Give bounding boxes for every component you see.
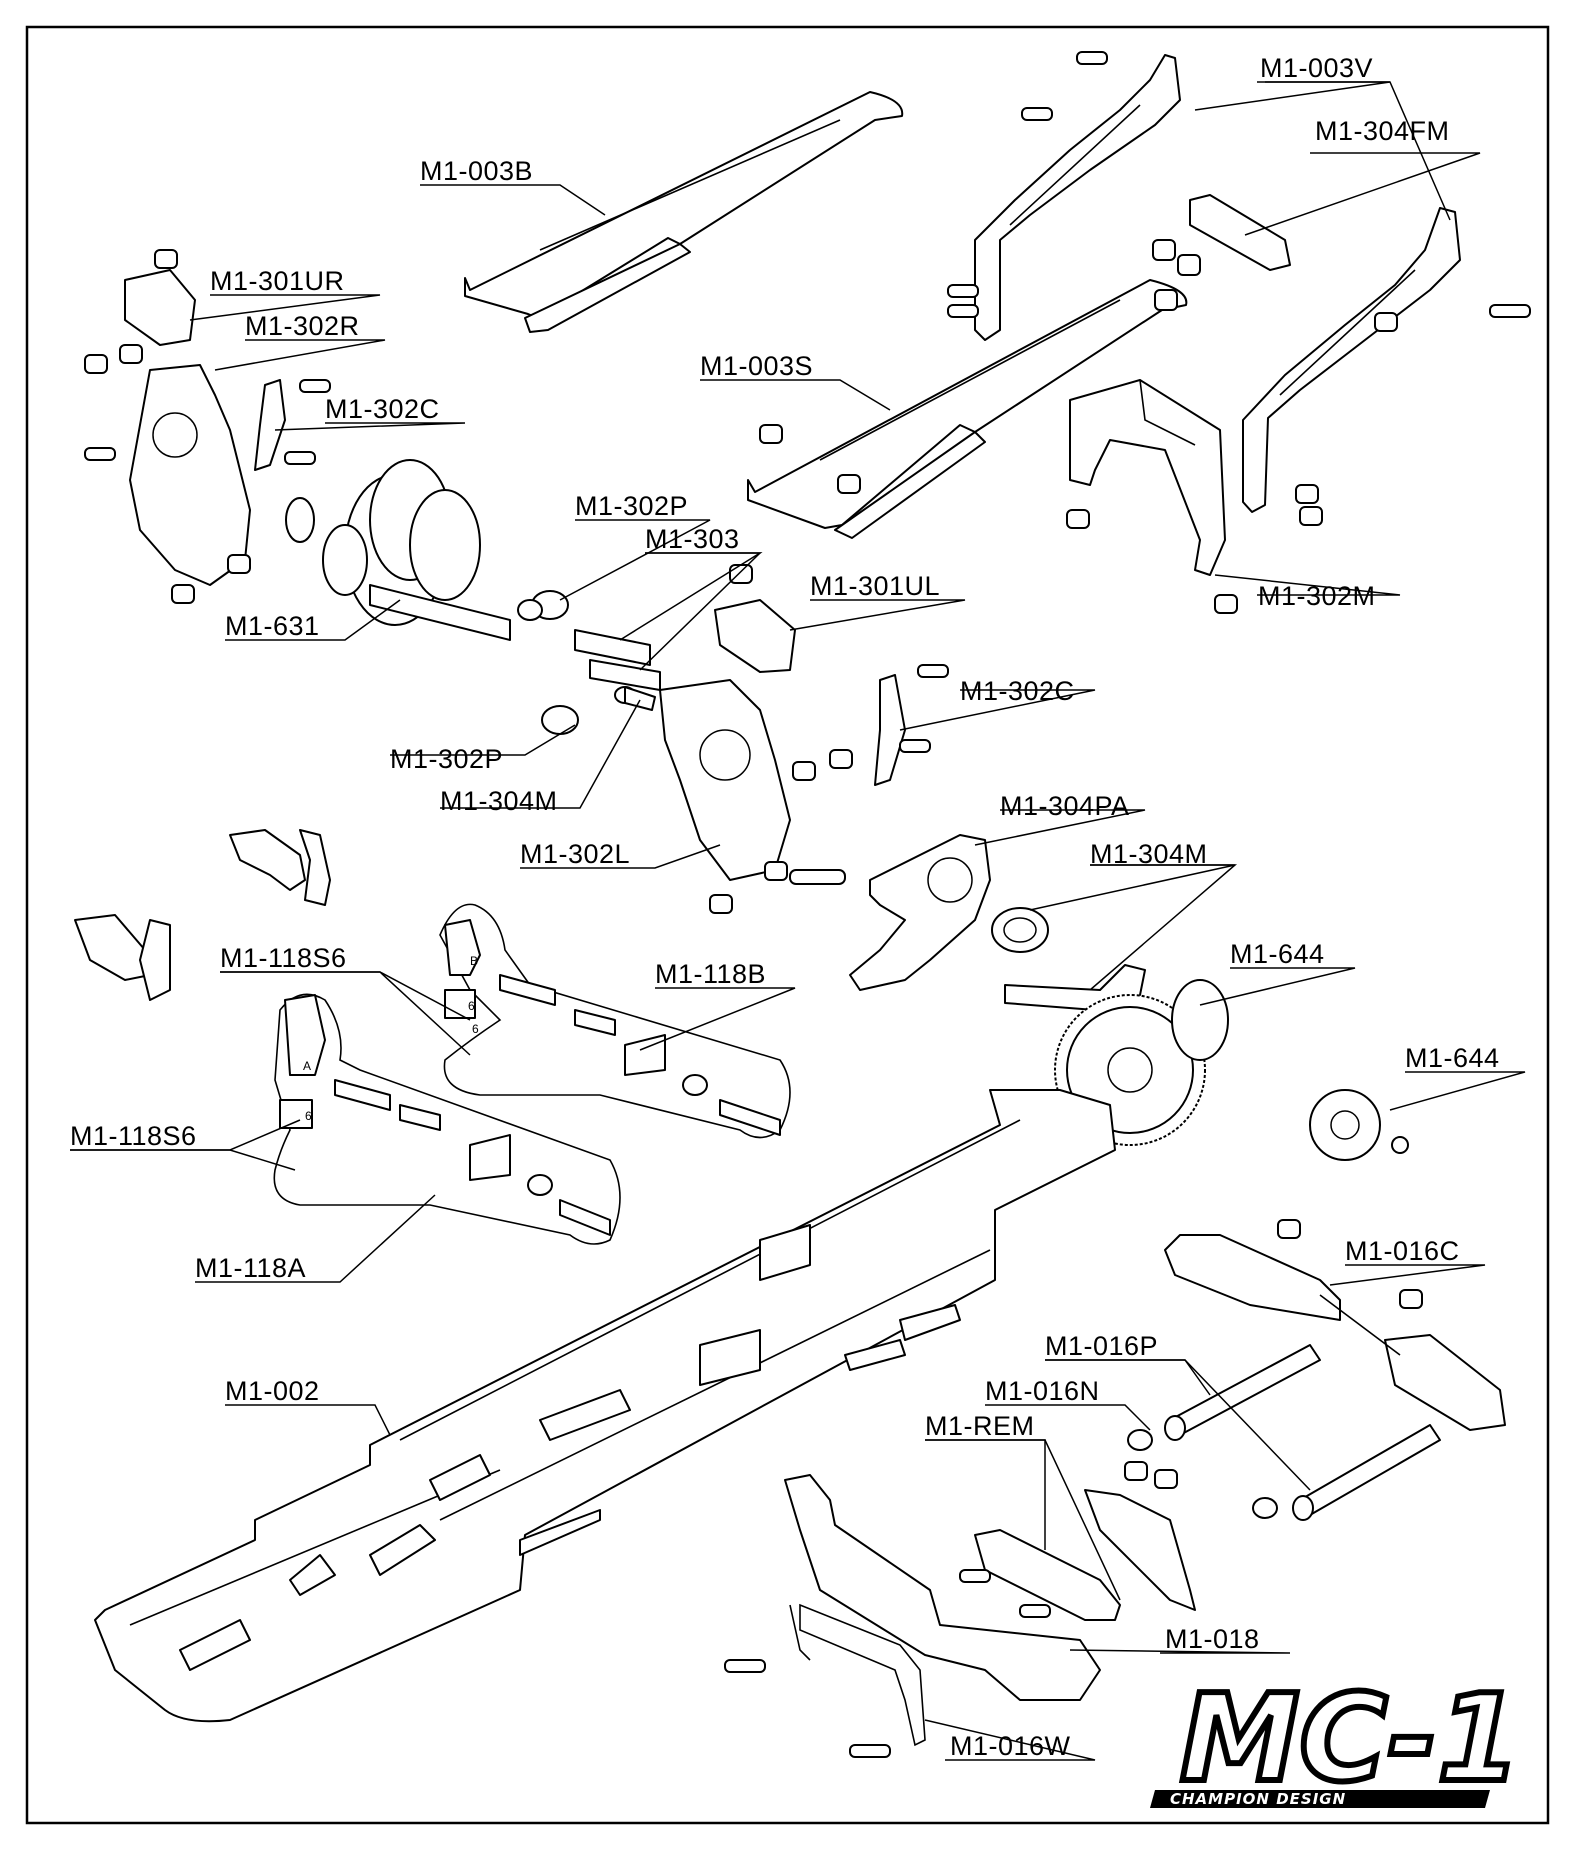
rear-part-m1-rem	[974, 1489, 1196, 1621]
nuts-m1-016n	[1127, 1429, 1278, 1519]
block-mark-bottom-b: 6	[468, 999, 475, 1013]
label-m1-016w: M1-016W	[950, 1731, 1071, 1761]
label-m1-644-top: M1-644	[1230, 939, 1325, 969]
logo-main: MC-1	[1180, 1670, 1521, 1809]
label-m1-016p: M1-016P	[1045, 1331, 1158, 1361]
label-m1-304m-left: M1-304M	[440, 786, 558, 816]
mc1-logo: MC-1 CHAMPION DESIGN	[1150, 1667, 1524, 1812]
label-m1-003v: M1-003V	[1260, 53, 1373, 83]
pin-m1-304m-left	[614, 686, 656, 711]
suspension-group-m1-118b	[439, 903, 791, 1139]
label-m1-016n: M1-016N	[985, 1376, 1100, 1406]
rear-brace-m1-016c	[1164, 1234, 1506, 1431]
block-markings: 6 A 6 6 B	[303, 954, 479, 1123]
clamp-m1-302c-top	[254, 379, 286, 471]
bulkhead-m1-302l	[659, 679, 791, 881]
label-m1-304fm: M1-304FM	[1315, 116, 1450, 146]
motor-mount-m1-302m	[1069, 379, 1226, 576]
upper-deck-m1-003s	[747, 279, 1188, 539]
label-m1-304pa: M1-304PA	[1000, 791, 1130, 821]
cap-m1-301ul	[714, 599, 796, 673]
label-m1-118s6-bottom: M1-118S6	[70, 1121, 197, 1151]
label-m1-118s6-top: M1-118S6	[220, 943, 347, 973]
diff-assembly-m1-631	[285, 459, 511, 641]
bracket-m1-304fm	[1189, 194, 1291, 271]
main-chassis-m1-002	[94, 1089, 1116, 1723]
suspension-group-m1-118a	[273, 993, 621, 1245]
logo-sub: CHAMPION DESIGN	[1170, 1790, 1346, 1808]
label-m1-302p-top: M1-302P	[575, 491, 688, 521]
label-m1-302p-bottom: M1-302P	[390, 744, 503, 774]
label-m1-304m-right: M1-304M	[1090, 839, 1208, 869]
posts-m1-016p	[1164, 1344, 1441, 1521]
rear-wire-m1-016w	[789, 1603, 926, 1747]
rear-hanger-m1-018	[784, 1474, 1101, 1701]
leader-lines	[70, 81, 1526, 1761]
front-post-m1-003v-left	[974, 54, 1181, 341]
spur-hub-m1-644	[1309, 1089, 1409, 1161]
diagram-frame	[25, 25, 1550, 1825]
label-m1-003b: M1-003B	[420, 156, 533, 186]
label-m1-301ur: M1-301UR	[210, 266, 345, 296]
upper-deck-m1-003b	[464, 91, 904, 333]
label-m1-302l: M1-302L	[520, 839, 630, 869]
label-m1-118b: M1-118B	[655, 959, 766, 989]
block-mark-left: A	[303, 1059, 311, 1073]
label-m1-644-bottom: M1-644	[1405, 1043, 1500, 1073]
bulkhead-m1-302r	[129, 364, 251, 586]
label-m1-003s: M1-003S	[700, 351, 813, 381]
bushing-m1-302p-top	[517, 590, 569, 621]
label-m1-302c-top: M1-302C	[325, 394, 440, 424]
clamp-m1-302c-mid	[874, 674, 906, 786]
steering-part-top	[229, 829, 331, 906]
front-post-m1-003v-right	[1242, 207, 1461, 513]
motor-plate-m1-304pa	[849, 834, 991, 991]
bushing-m1-302p-bottom	[541, 705, 579, 735]
locknut-m1-304m	[991, 907, 1049, 953]
label-m1-631: M1-631	[225, 611, 320, 641]
spacer-m1-303	[574, 629, 661, 691]
block-mark-top: 6	[472, 1022, 479, 1036]
label-m1-301ul: M1-301UL	[810, 571, 940, 601]
label-m1-016c: M1-016C	[1345, 1236, 1460, 1266]
label-m1-302r: M1-302R	[245, 311, 360, 341]
label-m1-302m: M1-302M	[1258, 581, 1376, 611]
block-mark-bottom-a: 6	[305, 1109, 312, 1123]
cap-m1-301ur	[124, 269, 196, 346]
label-m1-302c-mid: M1-302C	[960, 676, 1075, 706]
label-m1-303: M1-303	[645, 524, 740, 554]
block-mark-bottom-c: B	[470, 954, 478, 968]
steering-part-left	[74, 914, 171, 1001]
screw-set	[84, 51, 1531, 1758]
label-m1-018: M1-018	[1165, 1624, 1260, 1654]
label-m1-rem: M1-REM	[925, 1411, 1035, 1441]
label-m1-118a: M1-118A	[195, 1253, 306, 1283]
label-m1-002: M1-002	[225, 1376, 320, 1406]
part-labels: M1-003B M1-003V M1-304FM M1-301UR M1-302…	[70, 53, 1500, 1761]
